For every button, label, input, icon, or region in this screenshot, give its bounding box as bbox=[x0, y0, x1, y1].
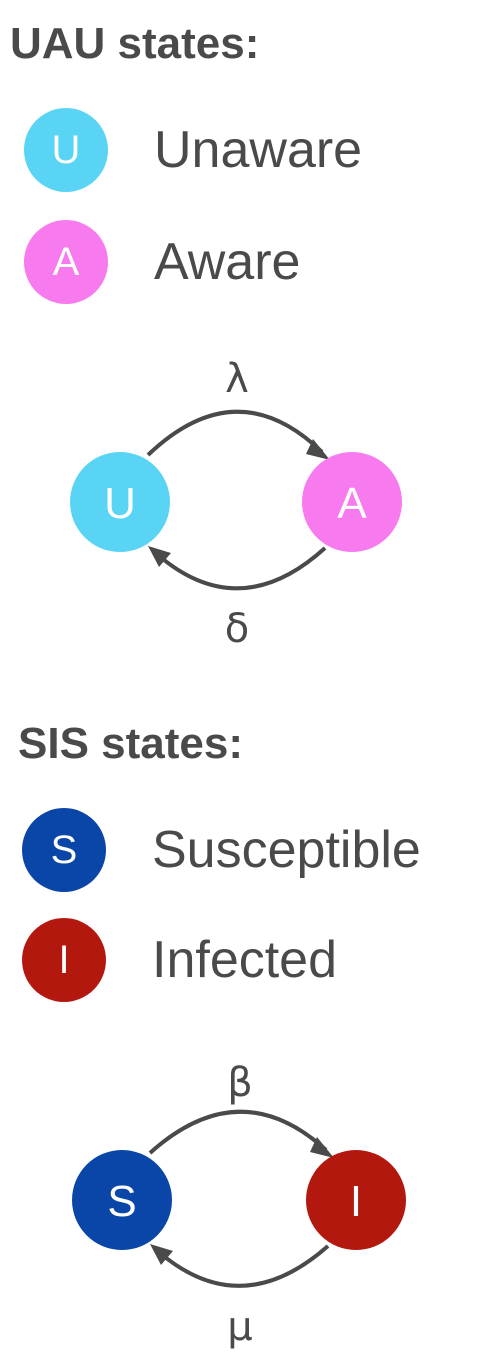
legend-item-susceptible: S Susceptible bbox=[22, 808, 421, 892]
susceptible-label: Susceptible bbox=[152, 821, 421, 879]
uau-forward-arrowhead bbox=[306, 439, 330, 460]
unaware-state-icon: U bbox=[24, 108, 108, 192]
uau-transition-diagram: λ U A δ bbox=[0, 350, 477, 660]
infected-state-icon: I bbox=[22, 918, 106, 1002]
uau-heading: UAU states: bbox=[10, 19, 260, 68]
sis-backward-arrowhead bbox=[150, 1244, 173, 1265]
aware-state-icon: A bbox=[24, 220, 108, 304]
legend-item-unaware: U Unaware bbox=[24, 108, 362, 192]
uau-backward-arrow bbox=[156, 546, 327, 591]
infected-state-letter: I bbox=[58, 937, 70, 982]
infected-label: Infected bbox=[152, 931, 338, 989]
sis-forward-rate-label: β bbox=[227, 1060, 253, 1106]
sis-transition-svg: β S I μ bbox=[72, 1060, 406, 1350]
sis-node-s-letter: S bbox=[107, 1177, 136, 1226]
susceptible-state-icon: S bbox=[22, 808, 106, 892]
unaware-state-letter: U bbox=[51, 127, 81, 172]
uau-node-u bbox=[70, 452, 170, 552]
uau-node-a bbox=[302, 452, 402, 552]
sis-node-i-letter: I bbox=[350, 1177, 362, 1226]
susceptible-state-letter: S bbox=[50, 827, 78, 872]
sis-node-s bbox=[72, 1150, 172, 1250]
uau-transition-svg: λ U A δ bbox=[70, 356, 402, 652]
sis-forward-arrowhead bbox=[310, 1137, 334, 1158]
sis-forward-arrow bbox=[148, 1109, 328, 1155]
sis-transition-diagram: β S I μ bbox=[0, 1050, 477, 1359]
legend-item-aware: A Aware bbox=[24, 220, 300, 304]
uau-backward-arrowhead bbox=[148, 546, 171, 567]
sis-backward-arrow bbox=[158, 1244, 330, 1288]
uau-forward-rate-label: λ bbox=[225, 356, 249, 402]
unaware-label: Unaware bbox=[154, 121, 363, 179]
sis-backward-rate-label: μ bbox=[227, 1304, 252, 1350]
sis-node-i bbox=[306, 1150, 406, 1250]
uau-forward-arrow bbox=[146, 409, 324, 457]
aware-state-letter: A bbox=[52, 239, 80, 284]
uau-node-a-letter: A bbox=[337, 479, 367, 528]
legend-item-infected: I Infected bbox=[22, 918, 337, 1002]
sis-heading: SIS states: bbox=[18, 719, 243, 768]
uau-node-u-letter: U bbox=[104, 479, 136, 528]
uau-backward-rate-label: δ bbox=[225, 606, 249, 652]
aware-label: Aware bbox=[154, 233, 301, 291]
